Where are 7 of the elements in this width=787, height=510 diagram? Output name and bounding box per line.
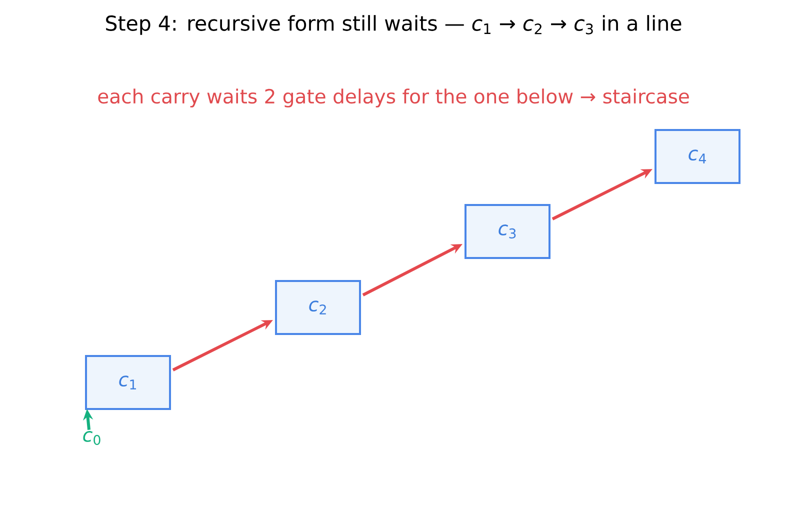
carry-box: c$_{3}$ — [464, 204, 550, 259]
note: each carry waits 2 gate delays for the one below → staircase — [98, 88, 689, 108]
carry-box: c$_{1}$ — [85, 355, 171, 410]
carry-box: c$_{4}$ — [654, 129, 740, 184]
title: Step 4: recursive form still waits — c$_{1}$ → c$_{2}$ → c$_{3}$ in a line — [106, 15, 682, 35]
carry-box: c$_{2}$ — [275, 280, 361, 335]
input-label: c$_{0}$ — [83, 431, 100, 445]
